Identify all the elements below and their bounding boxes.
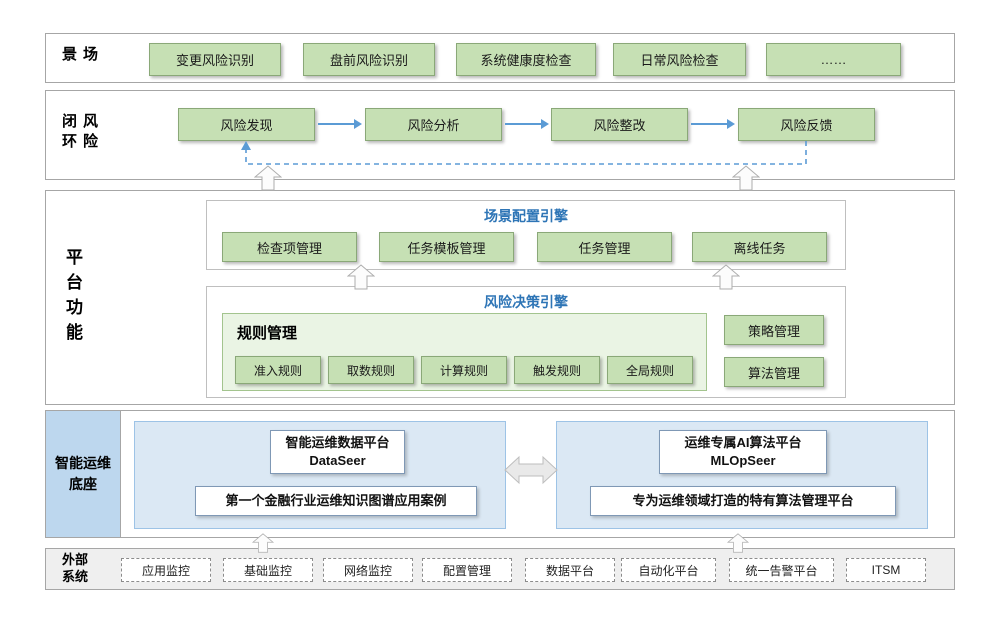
external-system: 自动化平台 (621, 558, 716, 582)
platform-section: 平台功能 场景配置引擎 检查项管理 任务模板管理 任务管理 离线任务 风险决策引… (45, 190, 955, 405)
external-systems-label: 外部系统 (61, 552, 88, 584)
scenario-item: 盘前风险识别 (303, 43, 435, 76)
ai-platform-name: 运维专属AI算法平台 (684, 435, 802, 451)
scenario-label: 场景 (60, 46, 98, 66)
scenario-item: 变更风险识别 (149, 43, 281, 76)
data-platform-product: DataSeer (309, 453, 366, 468)
ai-platform-desc: 专为运维领域打造的特有算法管理平台 (632, 493, 854, 509)
external-system: 统一告警平台 (729, 558, 834, 582)
platform-label: 平台功能 (63, 247, 82, 348)
up-arrow-icon (731, 165, 761, 191)
ai-platform-product: MLOpSeer (710, 453, 776, 468)
rule-item: 触发规则 (514, 356, 600, 384)
external-system: 数据平台 (525, 558, 615, 582)
aiops-base-label-box: 智能运维底座 (46, 411, 121, 537)
double-arrow-icon (504, 451, 558, 489)
external-system: 配置管理 (422, 558, 512, 582)
rule-group-title: 规则管理 (237, 325, 298, 342)
data-platform-name: 智能运维数据平台 (285, 435, 390, 451)
scenario-item-ellipsis: …… (766, 43, 901, 76)
risk-step: 风险发现 (178, 108, 315, 141)
external-system: 应用监控 (121, 558, 211, 582)
risk-step: 风险整改 (551, 108, 688, 141)
ai-platform-desc-box: 专为运维领域打造的特有算法管理平台 (590, 486, 896, 516)
scene-engine-title: 场景配置引擎 (484, 208, 568, 224)
external-system: 基础监控 (223, 558, 313, 582)
risk-step: 风险分析 (365, 108, 502, 141)
up-arrow-icon (250, 533, 276, 553)
aiops-base-label: 智能运维底座 (55, 455, 111, 492)
scene-engine-panel: 场景配置引擎 检查项管理 任务模板管理 任务管理 离线任务 (206, 200, 846, 270)
scenario-item: 系统健康度检查 (456, 43, 596, 76)
risk-loop-label: 风险闭环 (60, 113, 98, 153)
data-platform-panel: 智能运维数据平台 DataSeer 第一个金融行业运维知识图谱应用案例 (134, 421, 506, 529)
rule-item: 计算规则 (421, 356, 507, 384)
scene-engine-item: 离线任务 (692, 232, 827, 262)
scene-engine-item: 任务管理 (537, 232, 672, 262)
data-platform-desc: 第一个金融行业运维知识图谱应用案例 (225, 493, 447, 509)
scene-engine-item: 检查项管理 (222, 232, 357, 262)
rule-item: 取数规则 (328, 356, 414, 384)
scenario-item: 日常风险检查 (613, 43, 746, 76)
feedback-dashed-arrow-icon (236, 140, 816, 170)
external-system: 网络监控 (323, 558, 413, 582)
ai-platform-panel: 运维专属AI算法平台 MLOpSeer 专为运维领域打造的特有算法管理平台 (556, 421, 928, 529)
algorithm-management-box: 算法管理 (724, 357, 824, 387)
scenario-section: 场景 变更风险识别 盘前风险识别 系统健康度检查 日常风险检查 …… (45, 33, 955, 83)
flow-arrow-icon (317, 118, 363, 130)
up-arrow-icon (346, 264, 376, 290)
up-arrow-icon (711, 264, 741, 290)
up-arrow-icon (253, 165, 283, 191)
data-platform-title-box: 智能运维数据平台 DataSeer (270, 430, 405, 474)
scene-engine-item: 任务模板管理 (379, 232, 514, 262)
external-systems-section: 外部系统 应用监控 基础监控 网络监控 配置管理 数据平台 自动化平台 统一告警… (45, 548, 955, 590)
aiops-base-section: 智能运维底座 智能运维数据平台 DataSeer 第一个金融行业运维知识图谱应用… (45, 410, 955, 538)
external-system: ITSM (846, 558, 926, 582)
flow-arrow-icon (690, 118, 736, 130)
decision-engine-panel: 风险决策引擎 规则管理 准入规则 取数规则 计算规则 触发规则 全局规则 策略管… (206, 286, 846, 398)
decision-engine-title: 风险决策引擎 (484, 294, 568, 310)
rule-item: 全局规则 (607, 356, 693, 384)
ai-platform-title-box: 运维专属AI算法平台 MLOpSeer (659, 430, 827, 474)
risk-step: 风险反馈 (738, 108, 875, 141)
rule-item: 准入规则 (235, 356, 321, 384)
up-arrow-icon (725, 533, 751, 553)
risk-loop-section: 风险闭环 风险发现 风险分析 风险整改 风险反馈 (45, 90, 955, 180)
flow-arrow-icon (504, 118, 550, 130)
strategy-management-box: 策略管理 (724, 315, 824, 345)
data-platform-desc-box: 第一个金融行业运维知识图谱应用案例 (195, 486, 477, 516)
rule-group-panel: 规则管理 准入规则 取数规则 计算规则 触发规则 全局规则 (222, 313, 707, 391)
